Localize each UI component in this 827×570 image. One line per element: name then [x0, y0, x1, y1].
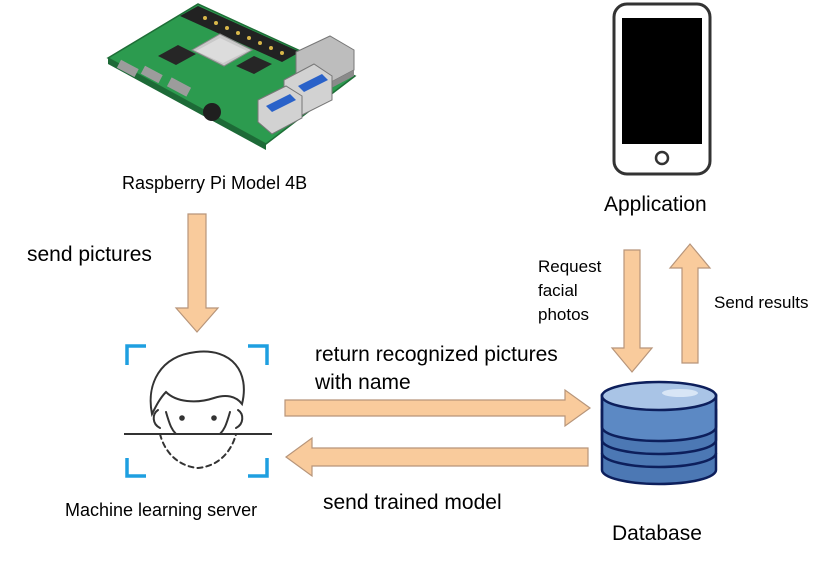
request-photos-label-line3: photos — [538, 305, 590, 324]
database-label: Database — [612, 522, 702, 545]
arrow-send-pictures — [174, 213, 220, 333]
face-recognition-icon — [124, 344, 272, 478]
request-photos-label-line2: facial — [538, 281, 578, 300]
request-photos-label-line1: Request — [538, 257, 602, 276]
send-trained-model-label: send trained model — [323, 491, 502, 514]
raspberry-pi-image — [106, 3, 357, 150]
arrow-send-trained-model — [284, 436, 589, 478]
database-icon — [600, 380, 718, 486]
raspberry-pi-label: Raspberry Pi Model 4B — [122, 173, 308, 193]
arrow-request-photos — [610, 249, 654, 373]
return-recognized-label-line1: return recognized pictures — [315, 343, 558, 366]
return-recognized-label-line2: with name — [315, 371, 411, 394]
send-results-label: Send results — [714, 293, 809, 312]
ml-server-label: Machine learning server — [65, 500, 258, 520]
application-label: Application — [604, 193, 707, 216]
arrow-return-recognized — [284, 388, 592, 428]
smartphone-image — [612, 2, 712, 176]
send-pictures-label: send pictures — [27, 243, 152, 266]
arrow-send-results — [668, 243, 712, 364]
